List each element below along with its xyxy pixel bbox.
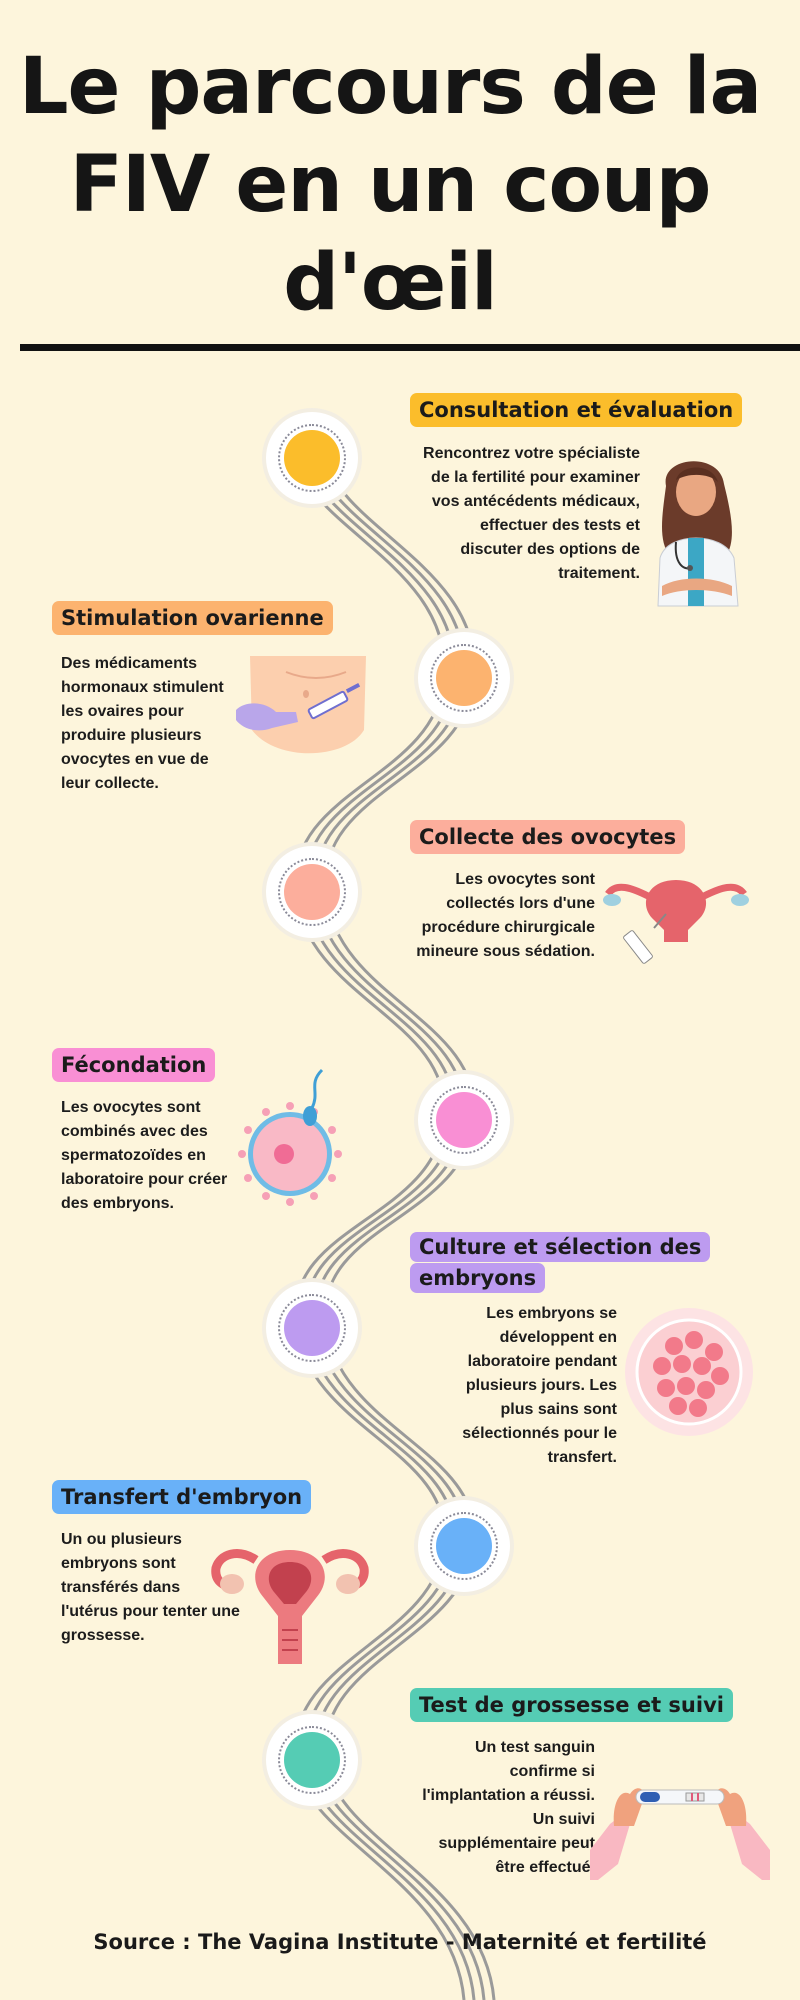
step-6-dot (436, 1518, 492, 1574)
uterus-illustration (211, 1549, 369, 1664)
step-4-node (418, 1074, 510, 1166)
step-2-description: Des médicaments hormonaux stimulent les … (61, 655, 224, 792)
step-5-title: Culture et sélection des embryons (410, 1232, 720, 1294)
step-7-description: Un test sanguin confirme si l'implantati… (422, 1739, 595, 1876)
step-1-description: Rencontrez votre spécialiste de la ferti… (423, 445, 640, 582)
step-1-title: Consultation et évaluation (410, 393, 743, 427)
step-7-node (266, 1714, 358, 1806)
step-3-dot (284, 864, 340, 920)
step-4-title: Fécondation (52, 1048, 216, 1082)
step-4-dot (436, 1092, 492, 1148)
step-2-dot (436, 650, 492, 706)
step-3-title: Collecte des ovocytes (410, 820, 686, 854)
step-6-node (418, 1500, 510, 1592)
step-1-node (266, 412, 358, 504)
step-5-description: Les embryons se développent en laboratoi… (462, 1305, 617, 1466)
step-1-dot (284, 430, 340, 486)
step-3-description: Les ovocytes sont collectés lors d'une p… (416, 871, 595, 960)
source-credit: Source : The Vagina Institute - Maternit… (93, 1930, 707, 1954)
step-3-node (266, 846, 358, 938)
step-7-dot (284, 1732, 340, 1788)
step-6-title: Transfert d'embryon (52, 1480, 312, 1514)
step-7-title: Test de grossesse et suivi (410, 1688, 733, 1722)
step-5-dot (284, 1300, 340, 1356)
step-5-node (266, 1282, 358, 1374)
step-4-description: Les ovocytes sont combinés avec des sper… (61, 1099, 228, 1212)
title-divider (20, 344, 800, 351)
fertilization-illustration (238, 1068, 342, 1206)
injection-illustration (236, 656, 366, 754)
embryo-illustration (625, 1308, 753, 1436)
step-2-node (418, 632, 510, 724)
pregnancy-test-illustration (590, 1788, 770, 1880)
step-2-title: Stimulation ovarienne (52, 601, 333, 635)
step-6-description: Un ou plusieurs embryons sont transférés… (61, 1531, 240, 1644)
doctor-illustration (657, 461, 739, 607)
uterus-needle-illustration (603, 880, 749, 964)
step-5-title-text: Culture et sélection des embryons (410, 1232, 711, 1293)
page-title: Le parcours de la FIV en un coup d'œil (18, 42, 762, 328)
